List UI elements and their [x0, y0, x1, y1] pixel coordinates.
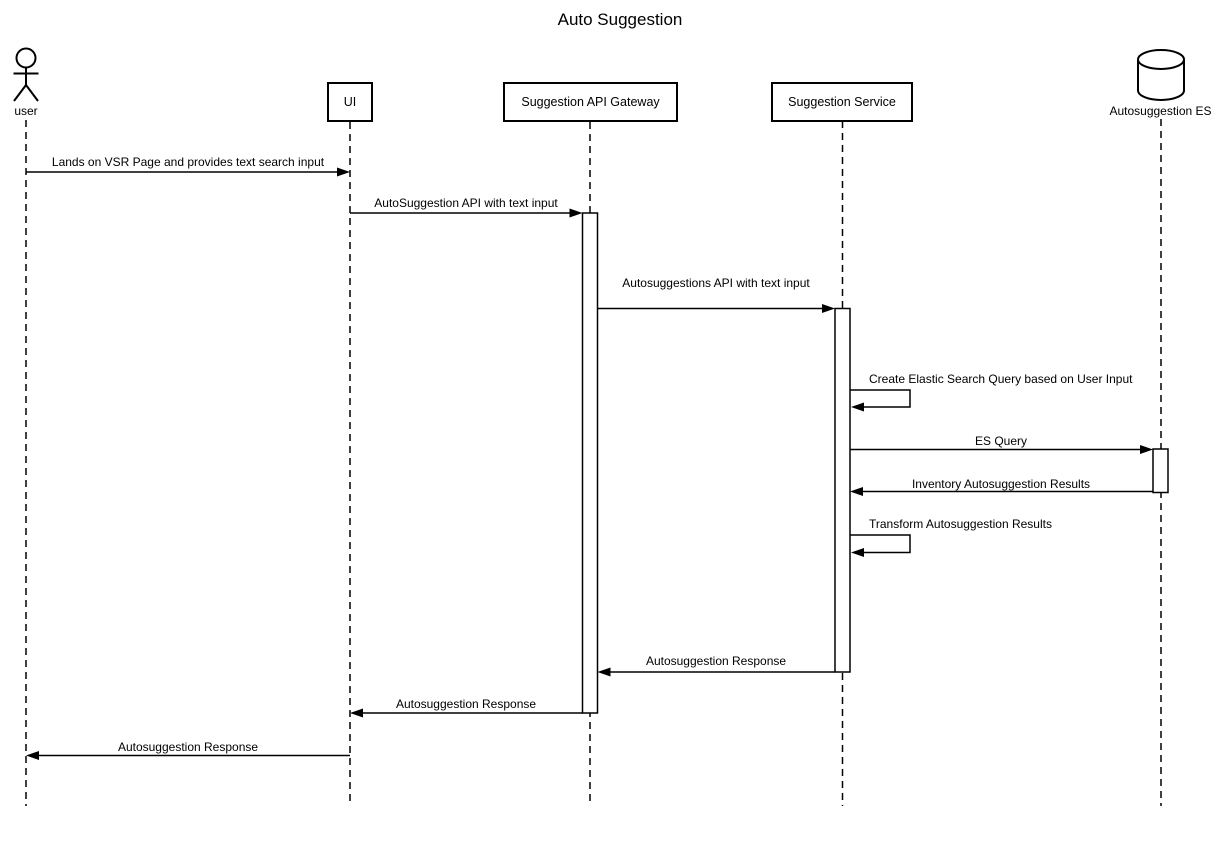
message-label-8: Autosuggestion Response — [645, 654, 787, 668]
arrow-msg-9 — [350, 708, 583, 718]
participant-user-label: user — [14, 104, 38, 118]
arrow-msg-6 — [850, 487, 1153, 496]
arrow-msg-2 — [350, 208, 583, 218]
participant-ui-label: UI — [343, 95, 357, 109]
participant-service-label: Suggestion Service — [788, 95, 896, 109]
message-label-6: Inventory Autosuggestion Results — [911, 477, 1091, 491]
participant-ui: UI — [327, 82, 373, 122]
activation-bar-es — [1152, 448, 1169, 494]
activation-bar-gateway — [581, 212, 599, 714]
arrow-msg-4-self — [850, 389, 911, 412]
message-label-2: AutoSuggestion API with text input — [374, 196, 558, 210]
participant-gateway: Suggestion API Gateway — [503, 82, 678, 122]
message-label-5: ES Query — [974, 434, 1028, 448]
arrow-msg-10 — [26, 751, 350, 760]
activation-bar-service — [834, 307, 851, 673]
arrow-msg-1 — [26, 167, 350, 177]
diagram-title: Auto Suggestion — [557, 10, 683, 29]
message-label-9: Autosuggestion Response — [395, 697, 537, 711]
participant-service: Suggestion Service — [771, 82, 913, 122]
arrow-msg-8 — [597, 667, 835, 677]
message-label-10: Autosuggestion Response — [117, 740, 259, 754]
arrow-msg-5 — [850, 445, 1153, 454]
message-label-7: Transform Autosuggestion Results — [869, 517, 1052, 531]
participant-gateway-label: Suggestion API Gateway — [521, 95, 660, 109]
arrow-msg-3 — [597, 304, 835, 313]
message-label-3: Autosuggestions API with text input — [622, 276, 810, 290]
arrow-msg-7-self — [850, 534, 911, 557]
database-icon — [1137, 49, 1185, 101]
message-label-4: Create Elastic Search Query based on Use… — [869, 372, 1133, 386]
message-label-1: Lands on VSR Page and provides text sear… — [51, 155, 325, 169]
user-actor-icon — [13, 47, 39, 102]
participant-es-label: Autosuggestion ES — [1109, 104, 1212, 118]
